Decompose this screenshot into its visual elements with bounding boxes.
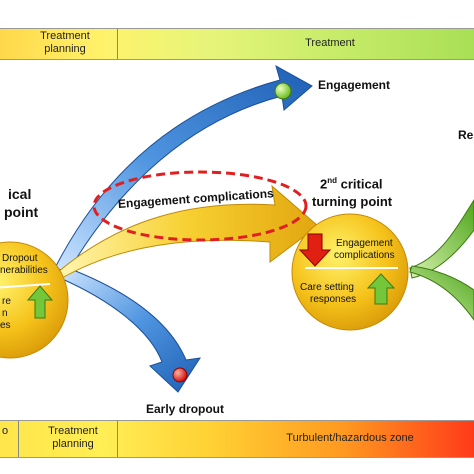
bottom-band-divider-left bbox=[18, 421, 19, 457]
left-node-es-text: es bbox=[0, 320, 11, 331]
second-turning-point-node bbox=[291, 213, 409, 331]
right-node-responses-line1: Care setting bbox=[300, 282, 354, 293]
left-node-divider bbox=[0, 283, 51, 289]
right-node-complications-line1: Engagement bbox=[336, 238, 393, 249]
second-turning-point-critical: critical bbox=[337, 176, 383, 192]
top-band-treatment-label: Treatment bbox=[305, 37, 355, 49]
left-node-green-up-arrow-icon bbox=[26, 285, 54, 319]
right-node-responses-line2: responses bbox=[310, 294, 357, 305]
bottom-band-zone-label: Turbulent/hazardous zone bbox=[286, 432, 414, 444]
left-node-re-text: re bbox=[2, 296, 11, 307]
left-node-vulnerabilities-text: nerabilities bbox=[0, 265, 48, 276]
bottom-phase-band: o Treatment planning Turbulent/hazardous… bbox=[0, 420, 474, 458]
left-node-dropout-text: Dropout bbox=[2, 253, 38, 264]
early-dropout-arrow bbox=[59, 267, 202, 393]
bottom-band-planning-label: Treatment planning bbox=[48, 425, 98, 450]
complications-dashed-ellipse bbox=[92, 170, 308, 242]
right-green-arrow-upper bbox=[409, 199, 474, 279]
right-green-arrow-lower bbox=[409, 265, 474, 321]
red-down-arrow-icon bbox=[298, 233, 332, 267]
second-turning-point-title-line2: turning point bbox=[312, 194, 393, 209]
second-turning-point-ordinal: 2 bbox=[320, 176, 328, 192]
first-turning-point-title-line2: point bbox=[4, 204, 39, 220]
early-dropout-marker-icon bbox=[172, 367, 188, 383]
bottom-band-divider bbox=[117, 421, 118, 457]
top-band-divider bbox=[117, 29, 118, 59]
engagement-marker-icon bbox=[274, 82, 292, 100]
engagement-label: Engagement bbox=[318, 78, 391, 92]
left-node-n-text: n bbox=[2, 308, 8, 319]
top-band-planning-label: Treatment planning bbox=[40, 30, 90, 55]
right-outcome-fragment: Re bbox=[458, 128, 474, 142]
first-turning-point-title-line1: ical bbox=[8, 186, 32, 202]
second-turning-point-title-line1: 2nd critical bbox=[320, 176, 383, 191]
right-node-complications-line2: complications bbox=[334, 250, 395, 261]
early-dropout-label: Early dropout bbox=[146, 402, 225, 416]
top-phase-band: Treatment planning Treatment bbox=[0, 28, 474, 60]
bottom-band-left-fragment: o bbox=[1, 425, 9, 437]
second-turning-point-ordinal-suffix: nd bbox=[327, 176, 338, 185]
green-up-arrow-icon bbox=[366, 273, 396, 305]
